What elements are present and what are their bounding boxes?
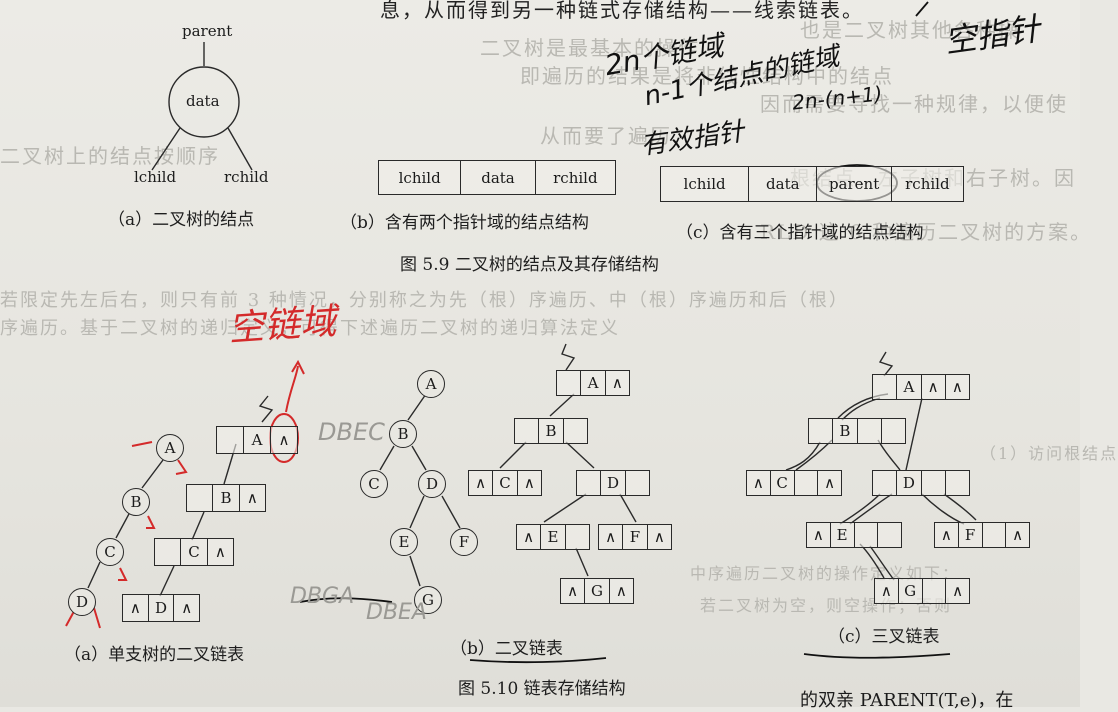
list-c-D-data: D xyxy=(897,471,922,495)
handwriting-traversal-1: DBEC xyxy=(318,418,385,446)
fig59c-cell-lchild: lchild xyxy=(661,167,750,201)
tree-b-node-E: E xyxy=(390,528,418,556)
fig59b-cell-data: data xyxy=(461,161,536,194)
list-a-B-data: B xyxy=(213,485,240,511)
handwriting-traversal-2: DBGA xyxy=(290,584,355,609)
fig59c-cell-parent: parent xyxy=(817,167,892,201)
bg-text-line14: （1）访问根结点 xyxy=(980,444,1118,463)
fig59c-cell-rchild: rchild xyxy=(905,175,950,193)
list-b-C-data: C xyxy=(493,471,518,495)
list-a-D-null-left: ∧ xyxy=(123,595,149,621)
list-c-B-data: B xyxy=(833,419,858,443)
list-c-node-F: ∧ F ∧ xyxy=(934,522,1030,548)
list-b-G-data: G xyxy=(585,579,610,603)
list-a-C-data: C xyxy=(181,539,208,565)
tree-a-node-C: C xyxy=(96,538,124,566)
tree-b-node-C: C xyxy=(360,470,388,498)
bg-text-line2: 也是二叉树其他各种操 xyxy=(800,18,1020,42)
handwriting-empty-links-red: 空链域 xyxy=(226,301,338,350)
list-c-node-E: ∧ E xyxy=(806,522,902,548)
fig510-caption: 图 5.10 链表存储结构 xyxy=(458,679,626,699)
fig59a-rchild-label: rchild xyxy=(224,168,269,186)
list-a-C-null: ∧ xyxy=(214,543,226,561)
bg-text-line15: 的双亲 PARENT(T,e)，在 xyxy=(800,690,1014,711)
list-c-E-data: E xyxy=(831,523,855,547)
list-b-A-data: A xyxy=(581,371,606,395)
list-b-node-A: A ∧ xyxy=(556,370,630,396)
list-c-A-data: A xyxy=(897,375,922,399)
list-b-B-data: B xyxy=(539,419,564,443)
fig59a-parent-label: parent xyxy=(182,22,233,40)
fig59a-lchild-label: lchild xyxy=(134,168,177,186)
tree-b-node-D: D xyxy=(418,470,446,498)
list-c-F-data: F xyxy=(959,523,983,547)
list-a-node-B: B ∧ xyxy=(186,484,266,512)
list-c-node-C: ∧ C ∧ xyxy=(746,470,842,496)
tree-b-node-B: B xyxy=(389,420,417,448)
bg-text-line7: 二叉树上的结点按顺序 xyxy=(0,144,220,168)
fig59b-cell-lchild: lchild xyxy=(379,161,462,194)
bg-text-line9: RLD 这 6 种遍历二叉树的方案。 xyxy=(760,220,1093,244)
tree-a-node-A: A xyxy=(156,434,184,462)
list-b-node-E: ∧ E xyxy=(516,524,590,550)
tree-b-node-F: F xyxy=(450,528,478,556)
tree-a-node-D: D xyxy=(68,588,96,616)
list-a-node-C: C ∧ xyxy=(154,538,234,566)
list-c-C-data: C xyxy=(771,471,795,495)
list-b-F-data: F xyxy=(623,525,648,549)
list-c-G-data: G xyxy=(899,579,923,603)
tree-b-node-G: G xyxy=(414,586,442,614)
fig59-caption: 图 5.9 二叉树的结点及其存储结构 xyxy=(400,255,659,275)
list-b-node-B: B xyxy=(514,418,588,444)
list-b-node-C: ∧ C ∧ xyxy=(468,470,542,496)
fig510a-caption: （a）单支树的二叉链表 xyxy=(64,645,245,665)
fig59a-caption: （a）二叉树的结点 xyxy=(108,210,255,230)
fig59b-caption: （b）含有两个指针域的结点结构 xyxy=(340,213,589,233)
list-a-A-null: ∧ xyxy=(278,431,290,449)
bg-text-line4: 即遍历的结果是将非线性结构中的结点 xyxy=(520,64,894,88)
bg-text-line10: 若限定先左后右，则只有前 3 种情况，分别称之为先（根）序遍历、中（根）序遍历和… xyxy=(0,290,849,311)
list-c-node-G: ∧ G ∧ xyxy=(874,578,970,604)
handwriting-traversal-3: DBEA xyxy=(366,600,427,625)
tree-a-node-B: B xyxy=(122,488,150,516)
bg-text-top: 息，从而得到另一种链式存储结构——线索链表。 xyxy=(380,0,864,22)
tree-b-node-A: A xyxy=(417,370,445,398)
list-a-D-null-right: ∧ xyxy=(181,599,193,617)
fig510b-caption: （b）二叉链表 xyxy=(450,639,563,659)
bg-text-line3: 二叉树是最基本的操作 xyxy=(480,36,700,60)
fig59b-cell-rchild: rchild xyxy=(553,168,598,187)
fig59c-caption: （c）含有三个指针域的结点结构 xyxy=(676,223,924,243)
list-a-D-data: D xyxy=(149,595,175,621)
list-a-node-D: ∧ D ∧ xyxy=(122,594,200,622)
list-b-D-data: D xyxy=(601,471,626,495)
list-b-node-D: D xyxy=(576,470,650,496)
fig59a-node-circle xyxy=(168,66,240,138)
bg-text-line6: 从而要了遍历 xyxy=(540,124,672,148)
list-c-node-D: D xyxy=(872,470,970,496)
bg-text-line5: 因而需要寻找一种规律，以便使 xyxy=(760,92,1068,116)
list-b-node-F: ∧ F ∧ xyxy=(598,524,672,550)
list-c-node-B: B xyxy=(808,418,906,444)
fig59b-node-structure: lchild data rchild xyxy=(378,160,616,195)
list-a-A-data: A xyxy=(244,427,271,453)
list-c-node-A: A ∧ ∧ xyxy=(872,374,970,400)
bg-text-line11: 序遍历。基于二叉树的递归定义，可得下述遍历二叉树的递归算法定义 xyxy=(0,318,620,339)
list-a-node-A: A ∧ xyxy=(216,426,298,454)
list-b-E-data: E xyxy=(541,525,566,549)
fig59c-cell-data: data xyxy=(749,167,818,201)
fig59c-node-structure: lchild data parent rchild xyxy=(660,166,964,202)
list-b-A-null: ∧ xyxy=(611,374,623,392)
fig59a-data-label: data xyxy=(186,92,220,110)
list-b-node-G: ∧ G ∧ xyxy=(560,578,634,604)
list-a-B-null: ∧ xyxy=(246,489,258,507)
fig510c-caption: （c）三叉链表 xyxy=(828,627,940,647)
